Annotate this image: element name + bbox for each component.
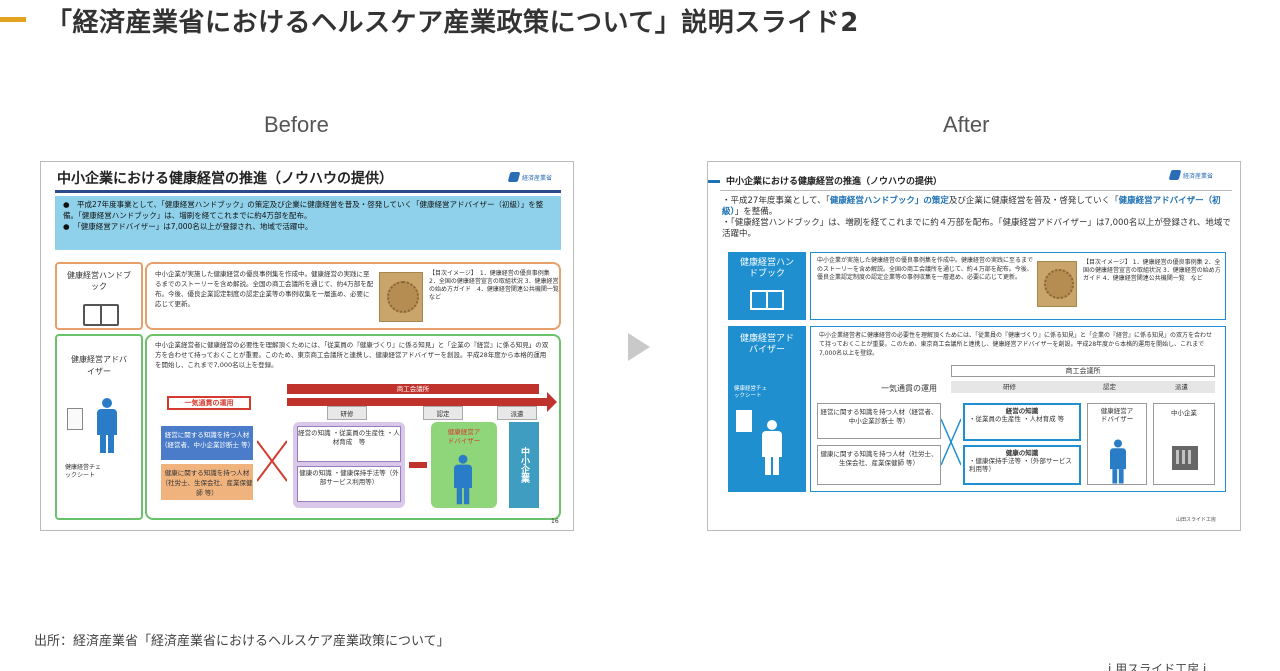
logo-text: 経済産業省	[1183, 172, 1214, 180]
advisor-text: 中小企業経営者に健康経営の必要性を理解頂くためには、「従業員の『健康づくり』に係…	[155, 341, 549, 369]
handbook-text: 中小企業が実施した健康経営の優良事例集を作成中。健康経営の実践に至るまでのストー…	[817, 257, 1034, 281]
arrow-icon	[409, 462, 427, 468]
after-bullets: ・平成27年度事業として、「健康経営ハンドブック」の策定及び企業に健康経営を普及…	[722, 196, 1232, 240]
book-icon	[750, 290, 784, 310]
advisor-label-box: 健康経営アドバイザー 健康経営チェックシート	[728, 326, 806, 492]
meti-logo-icon	[507, 172, 521, 182]
handbook-text: 中小企業が実施した健康経営の優良事例集を作成中。健康経営の実践に至るまでのストー…	[155, 270, 374, 308]
chamber-banner: 商工会議所	[287, 384, 539, 394]
handbook-label-box: 健康経営ハンドブック	[55, 262, 143, 330]
meti-logo-icon	[1168, 170, 1182, 180]
oneway-label: 一気通貫の運用	[881, 384, 937, 393]
handbook-cover-image	[1037, 261, 1077, 307]
before-slide-title: 中小企業における健康経営の推進（ノウハウの提供）	[57, 171, 393, 187]
health-knowledge: 健康の知識 ・健康保持手法等（外部サービス利用等）	[297, 466, 401, 502]
step-certification: 認定	[423, 406, 463, 420]
before-bullets: ● 平成27年度事業として、「健康経営ハンドブック」の策定及び企業に健康経営を普…	[55, 196, 561, 250]
step-training: 研修	[1003, 383, 1016, 391]
sme-label: 中小企業	[1171, 409, 1197, 417]
management-knowledge: 経営の知識 ・従業員の生産性 ・人材育成 等	[963, 403, 1081, 441]
bullet-2: ・「健康経営ハンドブック」は、増刷を経てこれまでに約４万部を配布。「健康経営アド…	[722, 218, 1231, 239]
knowledge-group: 経営の知識 ・従業員の生産性 ・人材育成 等 健康の知識 ・健康保持手法等（外部…	[293, 422, 405, 508]
before-label: Before	[264, 112, 329, 137]
checksheet-icon	[67, 408, 83, 430]
step-certification: 認定	[1103, 383, 1116, 391]
step-dispatch: 派遣	[1175, 383, 1188, 391]
health-knowledge: 健康の知識 ・健康保持手法等 ・（外部サービス利用等）	[963, 445, 1081, 485]
bullet-1: ● 平成27年度事業として、「健康経営ハンドブック」の策定及び企業に健康経営を普…	[63, 200, 544, 220]
logo-text: 経済産業省	[522, 174, 553, 182]
cross-arrows-icon	[941, 418, 961, 466]
slide-footer: 山田スライド工房	[1176, 517, 1217, 523]
health-knowledge-title: 健康の知識	[1005, 449, 1039, 457]
title-accent	[708, 180, 720, 183]
handbook-toc: 【目次イメージ】 1．健康経営の優良事例集 2．全国の健康経営宣言の取組状況 3…	[429, 270, 565, 301]
bullet-2: ● 「健康経営アドバイザー」は7,000名以上が登録され、地域で活躍中。	[63, 222, 313, 231]
title-rule	[55, 190, 561, 193]
advisor-label: 健康経営アドバイザー	[71, 355, 127, 376]
source-note: 出所：経済産業省「経済産業省におけるヘルスケア産業政策について」	[34, 634, 450, 649]
footer-brand: i 用スライド工房 i	[1108, 662, 1207, 671]
step-dispatch: 派遣	[497, 406, 537, 420]
handbook-label-box: 健康経営ハンドブック	[728, 252, 806, 320]
chamber-banner: 商工会議所	[951, 365, 1215, 377]
advisor-content-box: 中小企業経営者に健康経営の必要性を理解頂くためには、「従業員の『健康づくり』に係…	[810, 326, 1226, 492]
after-label: After	[943, 112, 990, 137]
step-training: 研修	[327, 406, 367, 420]
page-number: 16	[551, 518, 559, 525]
management-talent-box: 経営に関する知識を持つ人材（経営者、中小企業診断士 等）	[817, 403, 941, 439]
flow-bar	[951, 381, 1215, 393]
handbook-content-box: 中小企業が実施した健康経営の優良事例集を作成中。健康経営の実践に至るまでのストー…	[145, 262, 565, 330]
meti-logo: 経済産業省	[507, 172, 553, 182]
advisor-label: 健康経営アドバイザー	[739, 334, 794, 355]
handbook-toc: 【目次イメージ】 1．健康経営の優良事例集 2．全国の健康経営宣言の取組状況 3…	[1083, 259, 1221, 282]
after-slide: 中小企業における健康経営の推進（ノウハウの提供） 経済産業省 ・平成27年度事業…	[707, 161, 1241, 531]
book-icon	[83, 304, 119, 326]
cross-arrows-icon	[257, 440, 287, 482]
sme-box: 中小企業	[1153, 403, 1215, 485]
before-slide: 中小企業における健康経営の推進（ノウハウの提供） 経済産業省 ● 平成27年度事…	[40, 161, 574, 531]
handbook-label: 健康経営ハンドブック	[739, 258, 794, 279]
health-talent-box: 健康に関する知識を持つ人材（社労士、生保会社、産業保健師 等）	[817, 445, 941, 485]
checksheet-icon	[736, 410, 752, 432]
management-knowledge: 経営の知識 ・従業員の生産性 ・人材育成 等	[297, 426, 401, 462]
title-accent-bar	[0, 17, 26, 22]
handbook-cover-image	[379, 272, 423, 322]
handbook-label: 健康経営ハンドブック	[67, 271, 131, 291]
bullet-1: ・平成27年度事業として、「健康経営ハンドブック」の策定及び企業に健康経営を普及…	[722, 196, 1221, 217]
advisor-content-box: 中小企業経営者に健康経営の必要性を理解頂くためには、「従業員の『健康づくり』に係…	[145, 334, 561, 520]
health-knowledge-items: ・健康保持手法等 ・（外部サービス利用等）	[969, 457, 1072, 473]
handbook-content-box: 中小企業が実施した健康経営の優良事例集を作成中。健康経営の実践に至るまでのストー…	[810, 252, 1226, 320]
advisor-icon	[1110, 439, 1126, 484]
checksheet-label: 健康経営チェックシート	[734, 386, 768, 399]
next-arrow-icon	[628, 333, 650, 361]
health-talent-box: 健康に関する知識を持つ人材（社労士、生保会社、産業保健師 等）	[161, 464, 253, 500]
meti-logo: 経済産業省	[1168, 170, 1214, 180]
advisor-person-icon	[97, 398, 117, 453]
flow-arrow-icon	[287, 392, 557, 412]
after-slide-title: 中小企業における健康経営の推進（ノウハウの提供）	[726, 177, 943, 187]
sme-box: 中小企業	[509, 422, 539, 508]
advisor-box-label: 健康経営アドバイザー	[1100, 407, 1134, 423]
management-talent-box: 経営に関する知識を持つ人材（経営者、中小企業診断士 等）	[161, 426, 254, 460]
advisor-icon	[454, 454, 472, 505]
advisor-text: 中小企業経営者に健康経営の必要性を理解頂くためには、「従業員の『健康づくり』に係…	[819, 332, 1213, 357]
checksheet-label: 健康経営チェックシート	[65, 464, 102, 479]
advisor-box: 健康経営アドバイザー	[431, 422, 497, 508]
management-knowledge-items: ・従業員の生産性 ・人材育成 等	[969, 415, 1065, 423]
advisor-person-icon	[762, 420, 782, 475]
advisor-box-label: 健康経営アドバイザー	[447, 428, 481, 445]
management-knowledge-title: 経営の知識	[1005, 407, 1039, 415]
oneway-label: 一気通貫の運用	[167, 396, 251, 410]
advisor-box: 健康経営アドバイザー	[1087, 403, 1147, 485]
building-icon	[1172, 446, 1198, 470]
advisor-label-box: 健康経営アドバイザー 健康経営チェックシート	[55, 334, 143, 520]
title-rule	[720, 190, 1232, 191]
page-title: 「経済産業省におけるヘルスケア産業政策について」説明スライド2	[46, 8, 859, 38]
